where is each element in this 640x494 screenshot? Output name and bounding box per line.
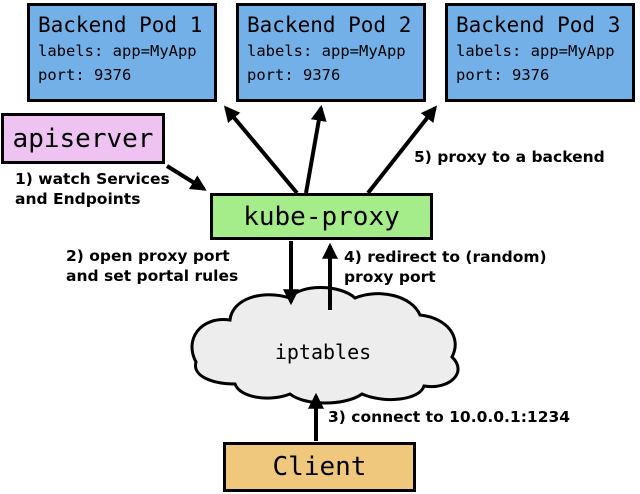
client-node: Client xyxy=(223,442,416,492)
pod-title: Backend Pod 2 xyxy=(247,13,412,37)
pod-port: port: 9376 xyxy=(38,66,132,84)
pod-port: port: 9376 xyxy=(456,66,550,84)
arrow-proxy-to-pod2 xyxy=(304,104,327,194)
arrow-proxy-to-pod1 xyxy=(223,105,299,195)
backend-pod-1: Backend Pod 1 labels: app=MyApp port: 93… xyxy=(27,3,217,102)
arrow-watch-services xyxy=(165,164,207,191)
annotation-step4: 4) redirect to (random) proxy port xyxy=(344,248,547,286)
kube-proxy-node: kube-proxy xyxy=(210,193,433,240)
iptables-label: iptables xyxy=(274,340,372,364)
pod-title: Backend Pod 1 xyxy=(38,13,203,37)
iptables-cloud xyxy=(190,286,460,405)
pod-labels: labels: app=MyApp xyxy=(247,42,406,60)
pod-port: port: 9376 xyxy=(247,66,341,84)
kube-proxy-label: kube-proxy xyxy=(243,201,400,232)
pod-labels: labels: app=MyApp xyxy=(38,42,197,60)
apiserver-node: apiserver xyxy=(1,113,165,164)
client-label: Client xyxy=(272,452,367,482)
apiserver-label: apiserver xyxy=(12,123,154,154)
annotation-step5: 5) proxy to a backend xyxy=(414,148,605,166)
annotation-step1: 1) watch Services and Endpoints xyxy=(15,170,170,208)
pod-title: Backend Pod 3 xyxy=(456,13,621,37)
backend-pod-2: Backend Pod 2 labels: app=MyApp port: 93… xyxy=(236,3,426,102)
backend-pod-3: Backend Pod 3 labels: app=MyApp port: 93… xyxy=(445,3,635,102)
arrow-proxy-to-pod3 xyxy=(366,105,437,195)
annotation-step3: 3) connect to 10.0.0.1:1234 xyxy=(328,408,571,426)
pod-labels: labels: app=MyApp xyxy=(456,42,615,60)
annotation-step2: 2) open proxy port and set portal rules xyxy=(66,247,239,285)
